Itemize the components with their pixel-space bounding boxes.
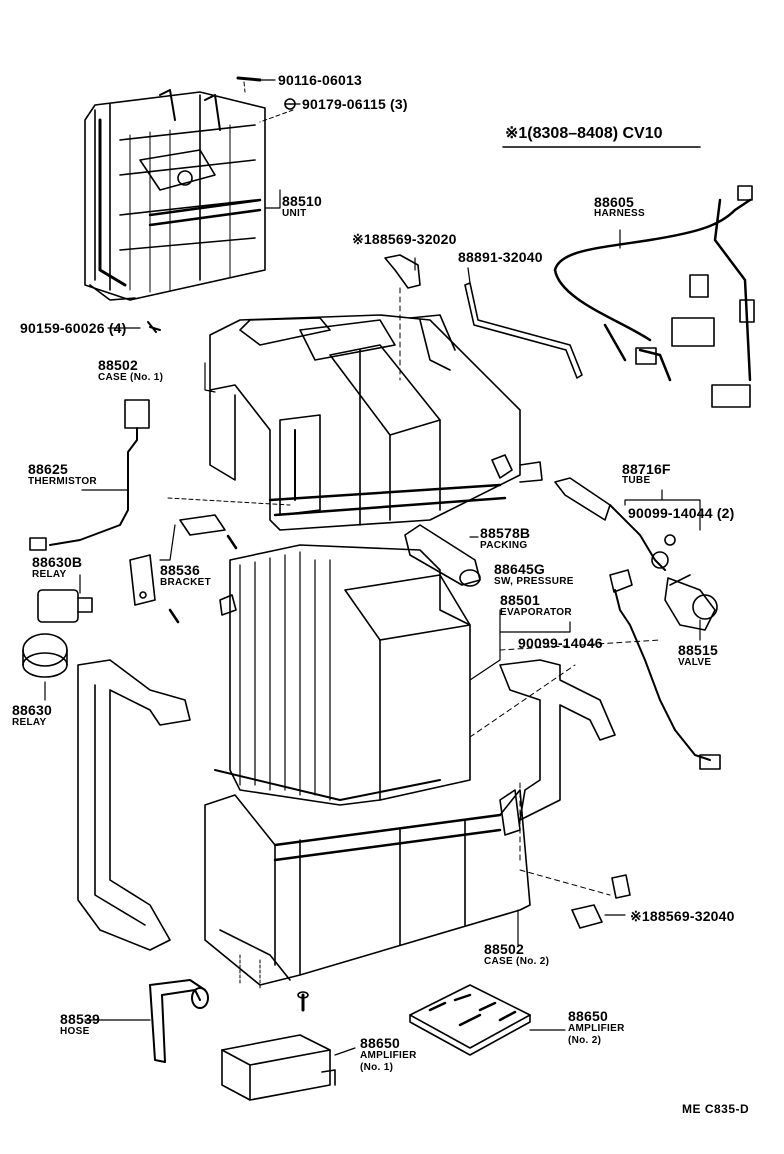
valve-drawing [664, 574, 718, 631]
part-name-packing: PACKING [480, 540, 528, 551]
clip-dashed-leader [499, 639, 661, 896]
part-name-unit: UNIT [282, 208, 307, 219]
part-label-88539: 88539 [60, 1011, 100, 1027]
part-name-hose: HOSE [60, 1026, 90, 1037]
part-name-amplifier-no2: AMPLIFIER [568, 1023, 625, 1034]
part-label-88510: 88510 [282, 193, 322, 209]
part-name-relay-b: RELAY [32, 569, 67, 580]
part-label-88501: 88501 [500, 592, 540, 608]
part-label-88716f: 88716F [622, 461, 671, 477]
part-label-90099-14046: 90099-14046 [518, 635, 603, 651]
part-name-evaporator: EVAPORATOR [500, 607, 572, 618]
part-label-90116-06013: 90116-06013 [278, 72, 362, 88]
harness-drawing [553, 198, 752, 382]
part-label-88650-no1: 88650 [360, 1035, 400, 1051]
seal-left-inner [94, 684, 146, 926]
part-label-88630b: 88630B [32, 554, 83, 570]
screw-head [297, 991, 309, 999]
part-name-relay: RELAY [12, 717, 47, 728]
part-label-88569-32020: ※188569-32020 [352, 231, 457, 247]
seal-right-drawing [499, 659, 616, 821]
leader-lines [44, 79, 701, 1056]
part-label-90099-14044: 90099-14044 (2) [628, 505, 735, 521]
case-no1-drawing [209, 314, 543, 531]
unit-assembly-drawing [84, 76, 296, 333]
evaporator-drawing [214, 544, 471, 806]
bracket-drawing [129, 497, 291, 624]
part-name-amplifier-no1: AMPLIFIER [360, 1050, 417, 1061]
clip-32020-drawing [384, 254, 421, 289]
part-name-valve: VALVE [678, 657, 712, 668]
diagram-code: ME C835-D [682, 1102, 750, 1116]
clip-32040b-drawing [571, 904, 603, 929]
tube-88716f-drawing [554, 477, 676, 571]
tube-32040-drawing [464, 282, 583, 379]
part-label-88502-case2: 88502 [484, 941, 524, 957]
part-qualifier-no2: (No. 2) [568, 1035, 602, 1046]
part-label-88645g: 88645G [494, 561, 546, 577]
seal-left-drawing [77, 659, 191, 951]
part-label-88625: 88625 [28, 461, 68, 477]
amplifier-no1-drawing [221, 1034, 336, 1101]
part-label-88536: 88536 [160, 562, 200, 578]
evap-dashed-leader [469, 664, 576, 738]
part-name-harness: HARNESS [594, 208, 645, 219]
thermistor-drawing [29, 399, 150, 551]
clip-32040a-drawing [611, 874, 631, 899]
part-name-tube: TUBE [622, 475, 651, 486]
case-no2-drawing [204, 789, 531, 991]
part-label-88569-32040: ※188569-32040 [630, 908, 735, 924]
amplifier-no2-drawing [409, 984, 531, 1056]
relay-88630-drawing [22, 633, 68, 678]
part-label-88650-no2: 88650 [568, 1008, 608, 1024]
part-name-bracket: BRACKET [160, 577, 211, 588]
part-label-90159-60026: 90159-60026 (4) [20, 320, 127, 336]
part-label-88891-32040: 88891-32040 [458, 249, 543, 265]
hose-drawing [149, 979, 209, 1063]
part-label-88578b: 88578B [480, 525, 531, 541]
part-label-88605: 88605 [594, 194, 634, 210]
part-name-sw-pressure: SW, PRESSURE [494, 576, 574, 587]
part-name-case-no1: CASE (No. 1) [98, 372, 164, 383]
variant-note: ※1(8308–8408) CV10 [505, 125, 663, 142]
part-name-case-no2: CASE (No. 2) [484, 956, 550, 967]
part-label-88515: 88515 [678, 642, 718, 658]
relay-88630b-drawing [37, 589, 93, 623]
part-label-90179-06115: 90179-06115 (3) [302, 96, 408, 112]
part-name-thermistor: THERMISTOR [28, 476, 97, 487]
part-label-88630: 88630 [12, 702, 52, 718]
packing-drawing [404, 524, 481, 587]
pressure-switch-drawing [609, 569, 721, 770]
harness-connectors [635, 185, 755, 408]
part-qualifier-no1: (No. 1) [360, 1062, 394, 1073]
part-label-88502-case1: 88502 [98, 357, 138, 373]
